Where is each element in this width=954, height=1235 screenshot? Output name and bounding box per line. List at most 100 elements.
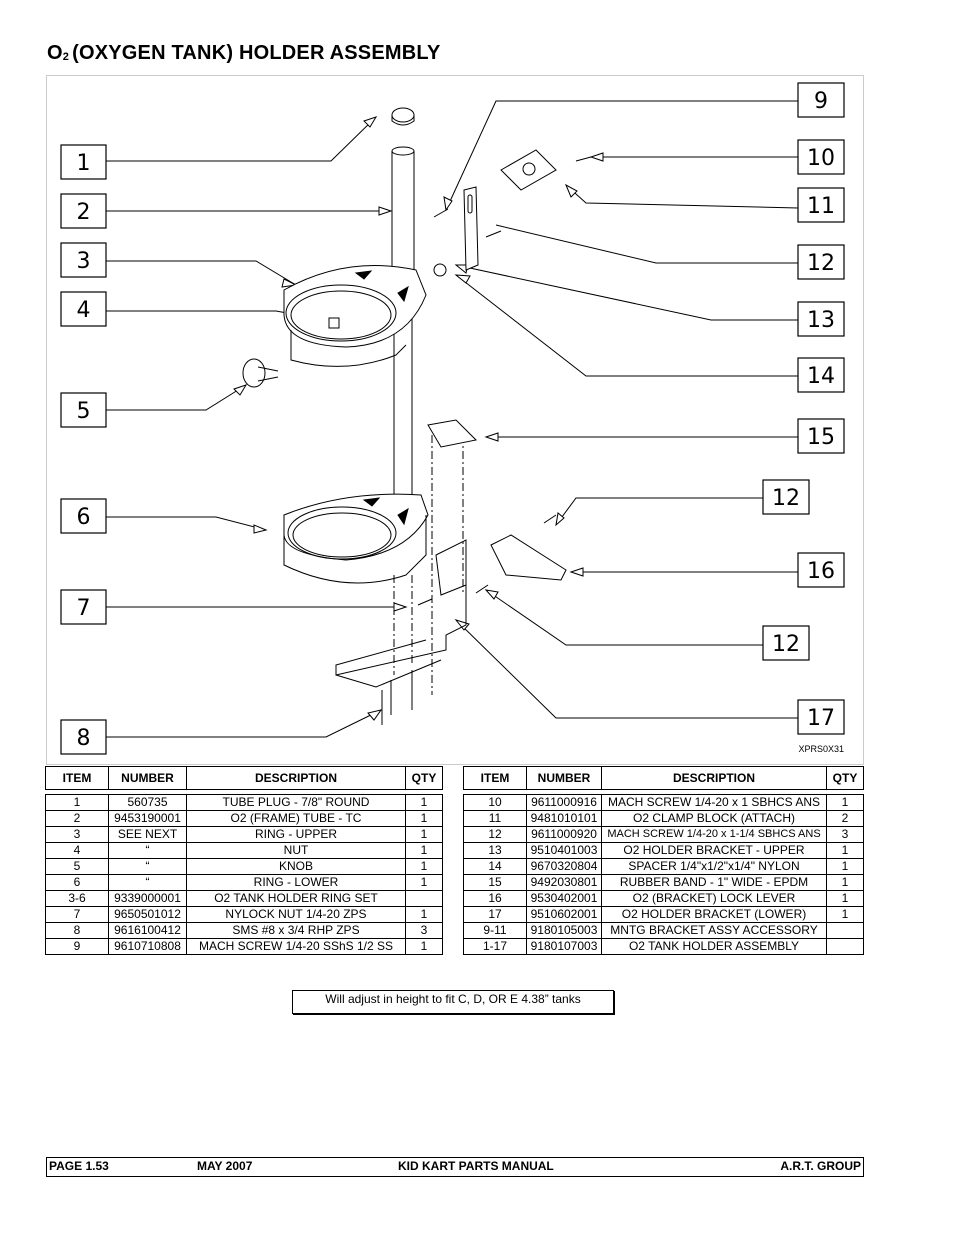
cell-number: 9650501012: [108, 906, 187, 923]
cell-qty: 1: [826, 874, 864, 891]
cell-qty: 2: [826, 810, 864, 827]
cell-number: 9530402001: [526, 890, 602, 907]
callout-number: 15: [807, 425, 835, 450]
cell-number: 9510401003: [526, 842, 602, 859]
cell-number: 9180105003: [526, 922, 602, 939]
callout-number: 12: [807, 251, 835, 276]
cell-description: TUBE PLUG - 7/8" ROUND: [186, 794, 406, 811]
callout-number: 12: [772, 632, 800, 657]
cell-qty: 1: [405, 858, 443, 875]
cell-qty: 3: [405, 922, 443, 939]
cell-qty: 3: [826, 826, 864, 843]
cell-item: 3: [45, 826, 109, 843]
col-item: ITEM: [45, 766, 109, 790]
cell-number: “: [108, 874, 187, 891]
cell-qty: [405, 890, 443, 907]
cell-description: O2 HOLDER BRACKET (LOWER): [601, 906, 827, 923]
cell-item: 1: [45, 794, 109, 811]
callout-box: [797, 187, 845, 223]
cell-item: 14: [463, 858, 527, 875]
cell-description: SMS #8 x 3/4 RHP ZPS: [186, 922, 406, 939]
cell-item: 17: [463, 906, 527, 923]
cell-number: 9453190001: [108, 810, 187, 827]
cell-qty: 1: [826, 842, 864, 859]
cell-item: 6: [45, 874, 109, 891]
cell-number: 9510602001: [526, 906, 602, 923]
cell-item: 8: [45, 922, 109, 939]
page-title: O2(OXYGEN TANK) HOLDER ASSEMBLY: [47, 42, 441, 64]
callout-box: [797, 244, 845, 280]
callout-box: [60, 242, 107, 278]
col-number: NUMBER: [526, 766, 602, 790]
page-footer: PAGE 1.53 MAY 2007 KID KART PARTS MANUAL…: [46, 1157, 864, 1177]
callout-box: [797, 552, 845, 588]
cell-item: 12: [463, 826, 527, 843]
callout-number: 2: [77, 200, 91, 225]
cell-number: “: [108, 858, 187, 875]
cell-number: 9339000001: [108, 890, 187, 907]
cell-item: 5: [45, 858, 109, 875]
callout-box: [797, 357, 845, 393]
callout-number: 14: [807, 364, 835, 389]
cell-item: 2: [45, 810, 109, 827]
cell-qty: 1: [826, 794, 864, 811]
cell-item: 4: [45, 842, 109, 859]
callout-box: [60, 291, 107, 327]
callout-box: [60, 193, 107, 229]
cell-description: SPACER 1/4"x1/2"x1/4" NYLON: [601, 858, 827, 875]
footer-page: PAGE 1.53: [49, 1159, 109, 1173]
cell-qty: 1: [826, 906, 864, 923]
callout-box: [762, 625, 810, 661]
cell-description: O2 CLAMP BLOCK (ATTACH): [601, 810, 827, 827]
cell-description: O2 (BRACKET) LOCK LEVER: [601, 890, 827, 907]
cell-number: SEE NEXT: [108, 826, 187, 843]
cell-qty: 1: [405, 794, 443, 811]
cell-number: “: [108, 842, 187, 859]
cell-item: 16: [463, 890, 527, 907]
height-note: Will adjust in height to fit C, D, OR E …: [292, 990, 614, 1014]
cell-qty: 1: [826, 858, 864, 875]
cell-qty: [826, 938, 864, 955]
drawing-number: XPRS0X31: [798, 744, 844, 754]
cell-number: 560735: [108, 794, 187, 811]
callout-box: [797, 418, 845, 454]
cell-qty: 1: [405, 826, 443, 843]
cell-description: NUT: [186, 842, 406, 859]
cell-description: MACH SCREW 1/4-20 x 1 SBHCS ANS: [601, 794, 827, 811]
cell-description: O2 HOLDER BRACKET - UPPER: [601, 842, 827, 859]
cell-qty: 1: [405, 906, 443, 923]
callout-number: 3: [77, 249, 91, 274]
cell-description: KNOB: [186, 858, 406, 875]
col-item: ITEM: [463, 766, 527, 790]
cell-number: 9481010101: [526, 810, 602, 827]
callout-box: [60, 498, 107, 534]
footer-manual: KID KART PARTS MANUAL: [398, 1159, 554, 1173]
cell-qty: [826, 922, 864, 939]
cell-description: MNTG BRACKET ASSY ACCESSORY: [601, 922, 827, 939]
callout-number: 12: [772, 486, 800, 511]
cell-number: 9492030801: [526, 874, 602, 891]
cell-description: O2 (FRAME) TUBE - TC: [186, 810, 406, 827]
cell-item: 7: [45, 906, 109, 923]
cell-qty: 1: [405, 874, 443, 891]
footer-date: MAY 2007: [197, 1159, 253, 1173]
callout-number: 17: [807, 706, 835, 731]
cell-description: O2 TANK HOLDER ASSEMBLY: [601, 938, 827, 955]
callout-box: [797, 301, 845, 337]
callout-box: [60, 144, 107, 180]
callout-number: 7: [77, 596, 91, 621]
callout-number: 5: [77, 399, 91, 424]
